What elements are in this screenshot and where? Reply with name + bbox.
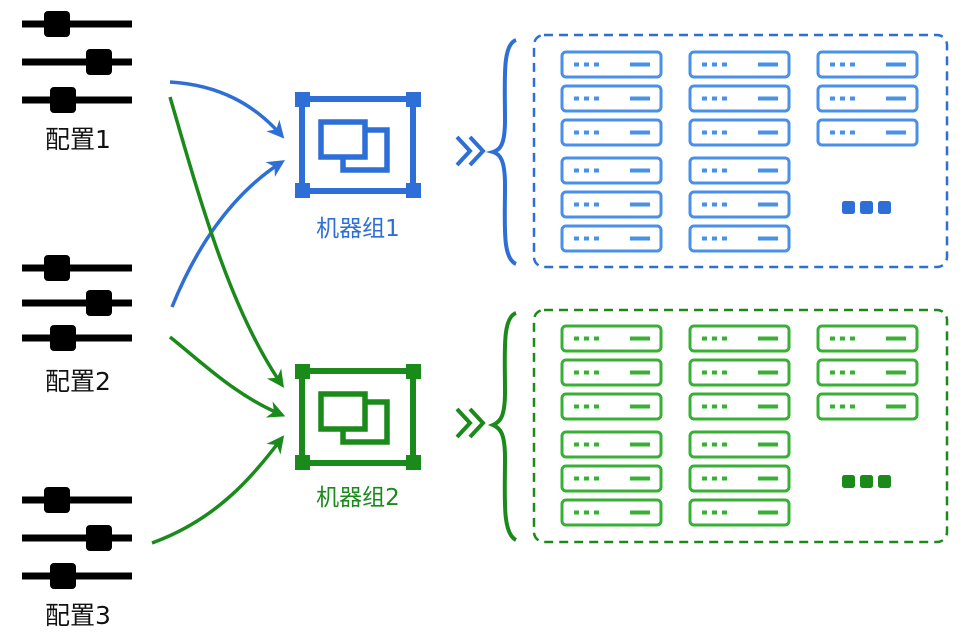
server-rack-icon (688, 358, 791, 387)
server-rack-icon (560, 464, 663, 493)
config-label: 配置2 (45, 367, 111, 396)
server-rack-icon (688, 392, 791, 421)
config-1: 配置1 (22, 11, 132, 154)
link-config2-group2 (168, 335, 286, 418)
server-rack-icon (560, 118, 663, 147)
double-chevron-right-icon (455, 135, 486, 167)
brace-group-2 (487, 311, 518, 542)
server-rack-icon (816, 358, 919, 387)
group-label: 机器组1 (316, 216, 400, 242)
server-rack-icon (816, 84, 919, 113)
link-config1-group1 (169, 80, 285, 139)
server-rack-icon (688, 118, 791, 147)
machine-group-1: 机器组1 (295, 92, 421, 242)
server-rack-icon (560, 392, 663, 421)
server-rack-icon (688, 84, 791, 113)
server-rack-icon (688, 156, 791, 185)
config-2: 配置2 (22, 255, 132, 396)
sliders-icon (22, 255, 132, 351)
server-rack-icon (560, 224, 663, 253)
server-rack-icon (688, 498, 791, 527)
config-3: 配置3 (22, 487, 132, 630)
config-label: 配置3 (45, 601, 111, 630)
ellipsis-icon (842, 201, 891, 214)
connections (151, 80, 286, 545)
config-label: 配置1 (45, 125, 111, 154)
brace-group-1 (485, 38, 518, 266)
server-rack-icon (688, 464, 791, 493)
server-rack-icon (688, 50, 791, 79)
server-rack-icon (816, 50, 919, 79)
double-chevron-right-icon (455, 407, 486, 439)
server-rack-icon (688, 430, 791, 459)
server-cluster-1 (532, 33, 949, 269)
server-rack-icon (560, 84, 663, 113)
server-rack-icon (688, 224, 791, 253)
sliders-icon (22, 487, 132, 589)
link-config1-group2 (168, 96, 284, 388)
group-label: 机器组2 (316, 485, 400, 511)
server-rack-icon (560, 156, 663, 185)
server-rack-icon (560, 50, 663, 79)
ellipsis-icon (842, 475, 891, 488)
sliders-icon (22, 11, 132, 113)
server-rack-icon (560, 324, 663, 353)
server-rack-icon (560, 190, 663, 219)
machine-group-2: 机器组2 (295, 364, 421, 511)
server-list-group-1 (560, 50, 919, 253)
link-config3-group2 (151, 435, 285, 545)
server-rack-icon (560, 498, 663, 527)
link-config2-group1 (170, 160, 285, 308)
server-rack-icon (816, 392, 919, 421)
server-cluster-2 (532, 308, 949, 544)
server-list-group-2 (560, 324, 919, 527)
server-rack-icon (816, 324, 919, 353)
server-rack-icon (688, 190, 791, 219)
machine-group-icon (295, 92, 421, 198)
server-rack-icon (816, 118, 919, 147)
machine-group-icon (295, 364, 421, 470)
server-rack-icon (560, 358, 663, 387)
server-rack-icon (688, 324, 791, 353)
server-rack-icon (560, 430, 663, 459)
